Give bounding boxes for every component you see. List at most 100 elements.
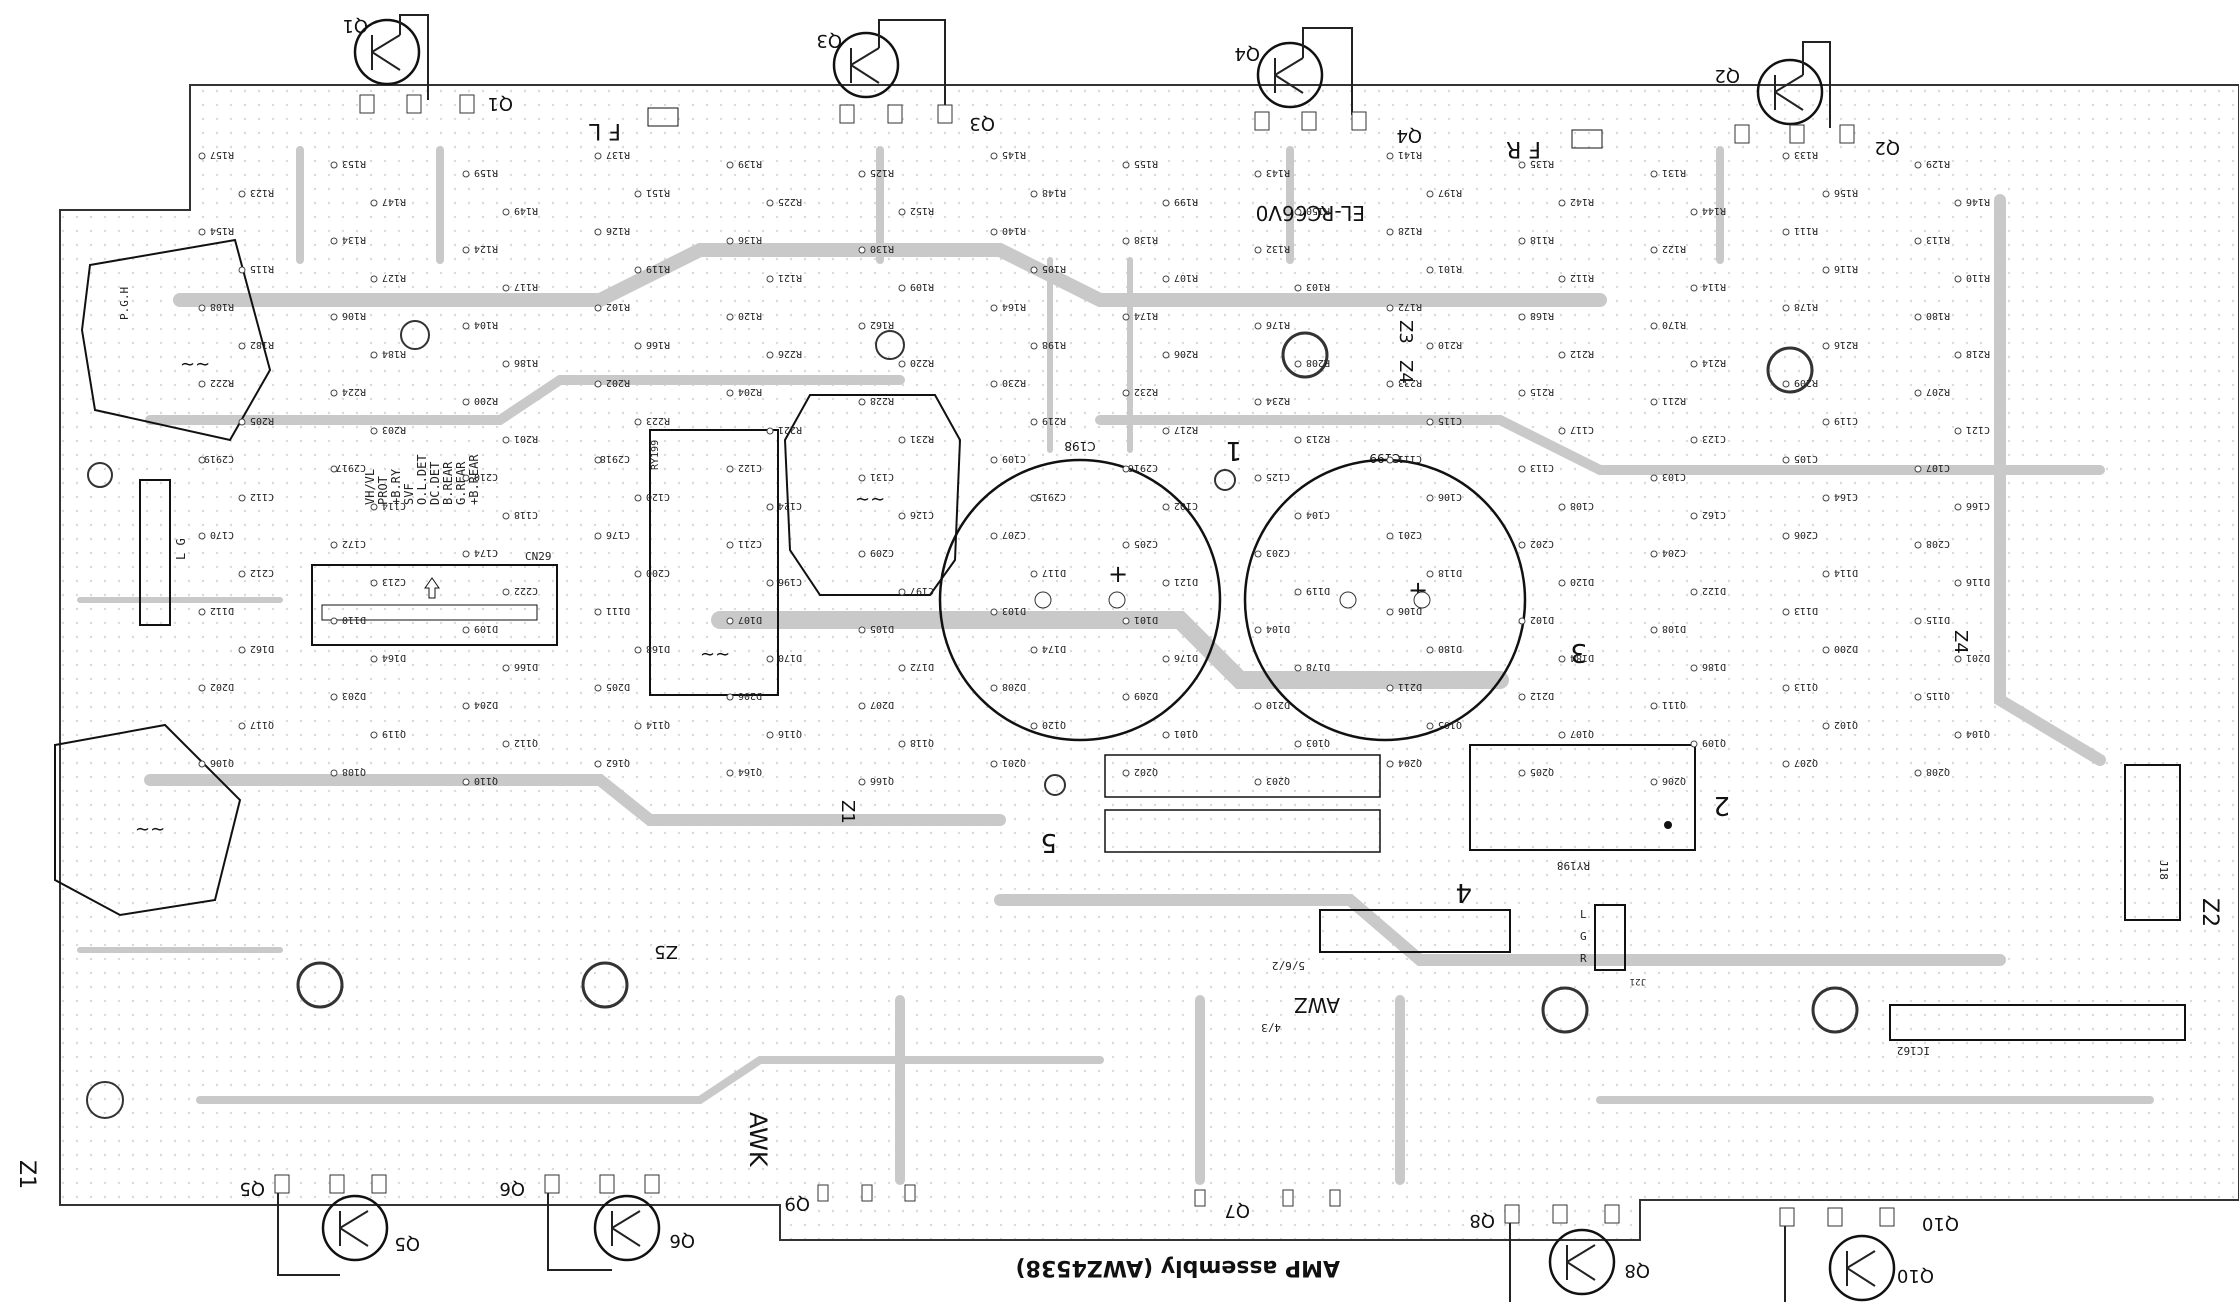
resistor-r231: R231 (910, 433, 934, 444)
resistor-pad (238, 266, 246, 274)
small-transistor-q203: Q203 (1266, 775, 1290, 786)
diode-d106: D106 (1398, 605, 1422, 616)
q9-outline: Q9 (784, 1184, 916, 1214)
diode-pad (198, 608, 206, 616)
small-transistor-q111: Q111 (1662, 699, 1686, 710)
board-mark: EL-RC66V0 (1256, 201, 1365, 225)
capacitor-pad (238, 570, 246, 578)
small-transistor-pad (766, 731, 774, 739)
resistor-pad (726, 389, 734, 397)
diode-pad (726, 693, 734, 701)
resistor-pad (330, 313, 338, 321)
diode-pad (1162, 655, 1170, 663)
resistor-r210: R210 (1438, 339, 1462, 350)
resistor-r112: R112 (1570, 272, 1594, 283)
svg-text:AMP assembly (AWZ4538): AMP assembly (AWZ4538) (1016, 1255, 1340, 1280)
transistor-q3: Q3 Q3 (816, 19, 995, 134)
capacitor-c164: C164 (1834, 491, 1858, 502)
resistor-pad (1558, 275, 1566, 283)
small-transistor-pad (594, 760, 602, 768)
diode-pad (1030, 646, 1038, 654)
resistor-pad (502, 360, 510, 368)
small-transistor-pad (1782, 760, 1790, 768)
capacitor-pad (1690, 512, 1698, 520)
capacitor-pad (1426, 494, 1434, 502)
capacitor-c201: C201 (1398, 529, 1422, 540)
capacitor-c106: C106 (1438, 491, 1462, 502)
diode-d119: D119 (1306, 585, 1330, 596)
diode-d176: D176 (1174, 652, 1198, 663)
svg-text:G.REAR: G.REAR (454, 461, 468, 505)
diode-d172: D172 (910, 661, 934, 672)
svg-text:Z1: Z1 (837, 800, 858, 824)
svg-text:L G: L G (174, 538, 188, 560)
diode-pad (1386, 684, 1394, 692)
small-transistor-pad (1030, 722, 1038, 730)
resistor-pad (858, 322, 866, 330)
relay-ry199: ∼∼ RY199 (649, 429, 779, 696)
capacitor-c203: C203 (1266, 547, 1290, 558)
diode-d212: D212 (1530, 690, 1554, 701)
svg-text:IC162: IC162 (1897, 1044, 1930, 1057)
resistor-pad (1122, 237, 1130, 245)
resistor-pad (1254, 170, 1262, 178)
diode-d162: D162 (250, 643, 274, 654)
resistor-r233: R233 (1398, 377, 1422, 388)
resistor-pad (370, 351, 378, 359)
capacitor-pad (1822, 494, 1830, 502)
capacitor-pad (370, 579, 378, 587)
small-transistor-pad (502, 740, 510, 748)
capacitor-pad (766, 579, 774, 587)
resistor-r109: R109 (910, 281, 934, 292)
resistor-pad (1650, 322, 1658, 330)
svg-text:3: 3 (1570, 637, 1587, 667)
capacitor-pad (858, 474, 866, 482)
resistor-pad (594, 152, 602, 160)
svg-text:Q5: Q5 (239, 1178, 265, 1199)
resistor-pad (858, 170, 866, 178)
board-outline (59, 84, 2239, 1241)
svg-text:RY198: RY198 (1557, 859, 1590, 872)
resistor-pad (1914, 313, 1922, 321)
resistor-pad (1518, 161, 1526, 169)
resistor-r144: R144 (1702, 205, 1726, 216)
small-transistor-q208: Q208 (1926, 766, 1950, 777)
trim-pots (86, 320, 1859, 1119)
resistor-r139: R139 (738, 158, 762, 169)
small-transistor-q113: Q113 (1794, 681, 1818, 692)
resistor-r118: R118 (1530, 234, 1554, 245)
resistor-pad (462, 170, 470, 178)
resistor-pad (1954, 275, 1962, 283)
svg-text:F L: F L (588, 118, 621, 143)
diode-pad (1254, 626, 1262, 634)
capacitor-c120: C120 (646, 491, 670, 502)
capacitor-c118: C118 (514, 509, 538, 520)
resistor-r135: R135 (1530, 158, 1554, 169)
heatsink-bar (1319, 909, 1511, 953)
resistor-r102: R102 (606, 301, 630, 312)
capacitor-pad (370, 503, 378, 511)
resistor-pad (502, 436, 510, 444)
small-transistor-q116: Q116 (778, 728, 802, 739)
diode-d207: D207 (870, 699, 894, 710)
capacitor-pad (1386, 456, 1394, 464)
diode-d210: D210 (1266, 699, 1290, 710)
resistor-pad (634, 190, 642, 198)
capacitor-c162: C162 (1702, 509, 1726, 520)
svg-text:G: G (1580, 930, 1587, 943)
resistor-pad (766, 427, 774, 435)
diode-pad (1782, 608, 1790, 616)
diode-d208: D208 (1002, 681, 1026, 692)
svg-text:5/6/2: 5/6/2 (1272, 959, 1305, 972)
svg-text:+B.RY: +B.RY (389, 468, 403, 505)
capacitor-c113: C113 (1530, 462, 1554, 473)
small-transistor-pad (1518, 769, 1526, 777)
svg-text:P.G.H: P.G.H (118, 287, 131, 320)
resistor-r145: R145 (1002, 149, 1026, 160)
diode-d103: D103 (1002, 605, 1026, 616)
capacitor-pad (594, 456, 602, 464)
resistor-pad (726, 237, 734, 245)
capacitor-c105: C105 (1794, 453, 1818, 464)
resistor-pad (1822, 266, 1830, 274)
resistor-r151: R151 (646, 187, 670, 198)
